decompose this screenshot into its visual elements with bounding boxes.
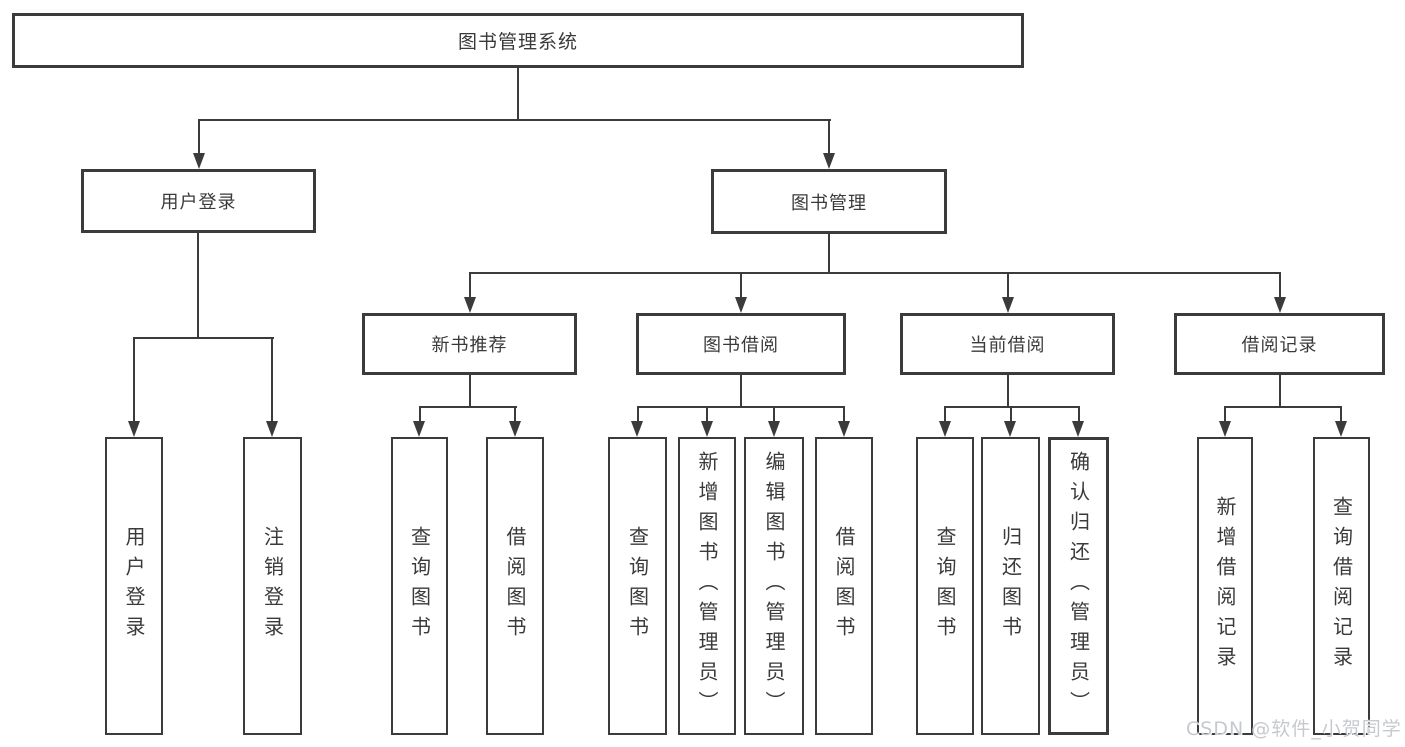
node-borrowing-records: 借阅记录 [1174,313,1385,375]
arrowhead-icon [266,421,278,437]
leaf-return-books: 归还图书 [981,437,1040,735]
leaf-label: 借阅图书 [832,526,856,646]
edge-line [197,233,199,339]
edge-line [740,375,742,408]
node-book-borrowing: 图书借阅 [636,313,846,375]
edge-line [773,406,775,424]
edge-line [944,406,946,424]
leaf-label: 新增借阅记录 [1213,496,1237,676]
node-current-borrowing: 当前借阅 [900,313,1115,375]
leaf-query-books-borrowing: 查询图书 [608,437,667,735]
leaf-label: 查询图书 [407,526,432,646]
edge-line [740,272,742,300]
leaf-label: 查询借阅记录 [1329,496,1354,676]
edge-line [1224,406,1226,424]
edge-line [843,406,845,424]
leaf-label: 用户登录 [122,526,146,646]
leaf-borrow-books-borrowing: 借阅图书 [815,437,873,735]
edge-line [1340,406,1342,424]
edge-line [1078,406,1080,424]
edge-line [1007,375,1009,408]
edge-line [828,119,830,156]
leaf-add-book-admin: 新增图书（管理员） [678,437,736,735]
arrowhead-icon [631,421,643,437]
edge-line [198,119,831,121]
arrowhead-icon [1002,297,1014,313]
watermark: CSDN @软件_小贺同学 [1186,718,1402,740]
edge-line [198,119,200,156]
edge-line [514,406,516,424]
arrowhead-icon [823,153,835,169]
edge-line [469,375,471,408]
edge-line [517,68,519,120]
leaf-label: 新增图书（管理员） [695,451,719,721]
leaf-label: 编辑图书（管理员） [762,451,786,721]
edge-line [828,234,830,274]
arrowhead-icon [509,421,521,437]
arrowhead-icon [1072,421,1084,437]
leaf-label: 查询图书 [933,526,957,646]
edge-line [1224,406,1342,408]
node-new-book-recommendation: 新书推荐 [362,313,577,375]
leaf-query-books-current: 查询图书 [916,437,974,735]
edge-line [1279,375,1281,408]
leaf-label: 确认归还（管理员） [1066,451,1091,721]
arrowhead-icon [1219,421,1231,437]
arrowhead-icon [128,421,140,437]
leaf-query-borrow-record: 查询借阅记录 [1313,437,1370,735]
leaf-label: 查询图书 [625,526,650,646]
arrowhead-icon [464,297,476,313]
edge-line [1010,406,1012,424]
edge-line [1007,272,1009,300]
leaf-label: 借阅图书 [503,526,527,646]
arrowhead-icon [768,421,780,437]
edge-line [419,406,517,408]
edge-line [271,337,273,424]
arrowhead-icon [1004,421,1016,437]
arrowhead-icon [735,297,747,313]
arrowhead-icon [413,421,425,437]
node-library-management-system: 图书管理系统 [12,13,1024,68]
leaf-add-borrow-record: 新增借阅记录 [1197,437,1253,735]
edge-line [133,337,135,424]
edge-line [944,406,1080,408]
arrowhead-icon [939,421,951,437]
arrowhead-icon [1335,421,1347,437]
leaf-edit-book-admin: 编辑图书（管理员） [744,437,804,735]
leaf-query-books-recommend: 查询图书 [391,437,448,735]
leaf-user-login: 用户登录 [105,437,163,735]
leaf-label: 注销登录 [260,526,285,646]
arrowhead-icon [193,153,205,169]
edge-line [637,406,639,424]
edge-line [419,406,421,424]
arrowhead-icon [1274,297,1286,313]
arrowhead-icon [838,421,850,437]
leaf-logout: 注销登录 [243,437,302,735]
edge-line [133,337,274,339]
edge-line [469,272,1281,274]
leaf-borrow-books-recommend: 借阅图书 [486,437,544,735]
edge-line [706,406,708,424]
arrowhead-icon [701,421,713,437]
node-book-management: 图书管理 [711,169,947,234]
edge-line [469,272,471,300]
node-user-login: 用户登录 [81,169,316,233]
edge-line [637,406,845,408]
edge-line [1279,272,1281,300]
leaf-confirm-return-admin: 确认归还（管理员） [1048,437,1109,735]
leaf-label: 归还图书 [998,526,1023,646]
